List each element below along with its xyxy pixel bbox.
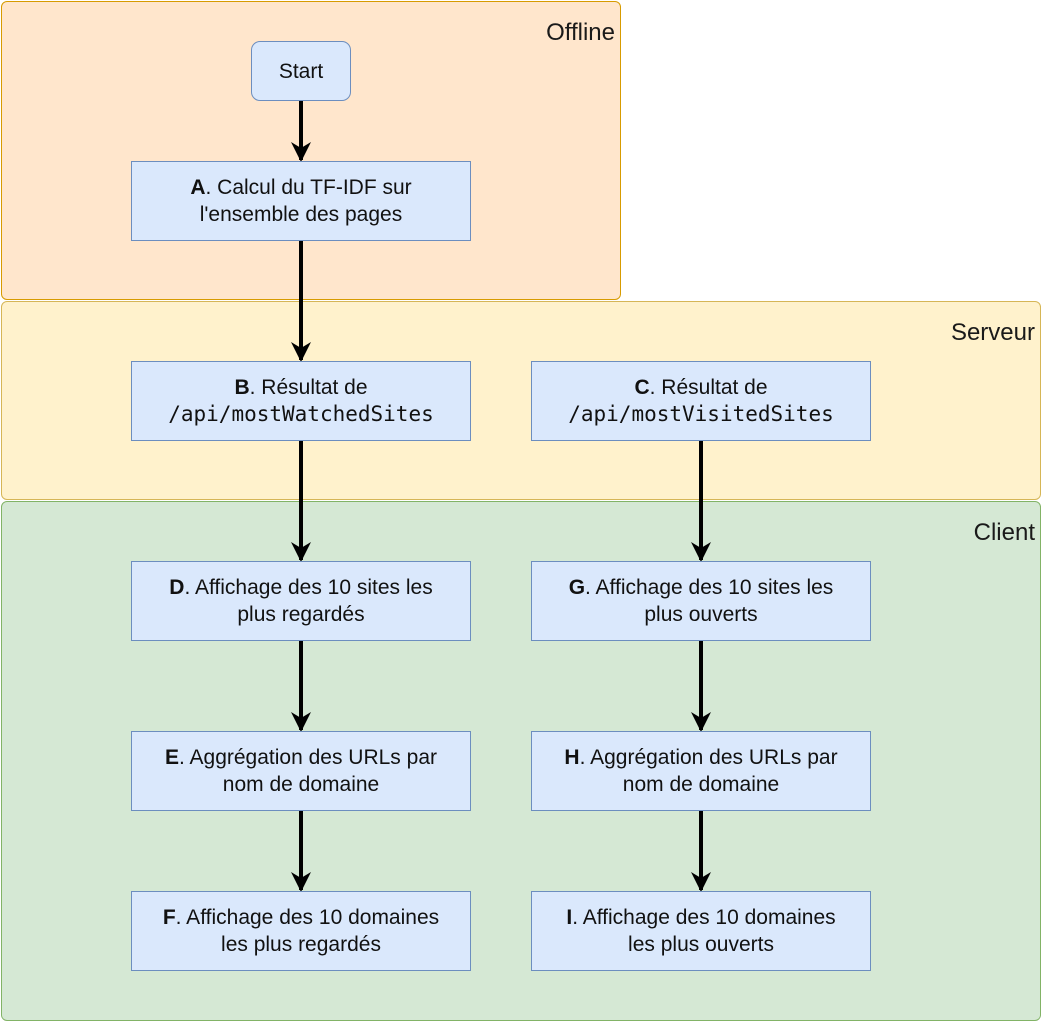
step-e-aggregate-domains[interactable]: E. Aggrégation des URLs par nom de domai… — [131, 731, 471, 811]
swimlane-client-title: Client — [973, 519, 1035, 546]
step-h-aggregate-domains[interactable]: H. Aggrégation des URLs par nom de domai… — [531, 731, 871, 811]
start-label: Start — [278, 59, 324, 83]
step-g-top-opened-sites[interactable]: G. Affichage des 10 sites les plus ouver… — [531, 561, 871, 641]
step-a-line1: A. Calcul du TF-IDF sur — [190, 176, 412, 199]
step-d-line2: plus regardés — [237, 603, 365, 626]
step-g-line1: G. Affichage des 10 sites les — [568, 576, 834, 599]
step-b-endpoint: /api/mostWatchedSites — [168, 402, 434, 426]
step-b-letter: B — [234, 376, 250, 399]
start-node[interactable]: Start — [251, 41, 351, 101]
swimlane-offline-title: Offline — [546, 19, 615, 46]
step-i-line2: les plus ouverts — [628, 933, 774, 956]
step-b-line1: B. Résultat de — [234, 376, 368, 399]
step-d-line1: D. Affichage des 10 sites les — [169, 576, 433, 599]
step-a-line2: l'ensemble des pages — [199, 203, 403, 226]
step-c-endpoint: /api/mostVisitedSites — [568, 402, 834, 426]
step-c-line1: C. Résultat de — [634, 376, 768, 399]
step-d-top-watched-sites[interactable]: D. Affichage des 10 sites les plus regar… — [131, 561, 471, 641]
step-a-tfidf[interactable]: A. Calcul du TF-IDF sur l'ensemble des p… — [131, 161, 471, 241]
step-h-letter: H — [564, 746, 580, 769]
step-e-line1: E. Aggrégation des URLs par — [164, 746, 437, 769]
step-f-line2: les plus regardés — [221, 933, 381, 956]
step-i-top-opened-domains[interactable]: I. Affichage des 10 domaines les plus ou… — [531, 891, 871, 971]
step-f-top-watched-domains[interactable]: F. Affichage des 10 domaines les plus re… — [131, 891, 471, 971]
step-g-line2: plus ouverts — [644, 603, 758, 626]
step-c-letter: C — [634, 376, 650, 399]
step-i-line1: I. Affichage des 10 domaines — [566, 906, 836, 929]
step-b-most-watched-api[interactable]: B. Résultat de /api/mostWatchedSites — [131, 361, 471, 441]
step-d-letter: D — [169, 576, 185, 599]
step-e-line2: nom de domaine — [222, 773, 380, 796]
step-h-line1: H. Aggrégation des URLs par — [564, 746, 838, 769]
step-g-letter: G — [568, 576, 586, 599]
step-h-line2: nom de domaine — [622, 773, 780, 796]
step-f-letter: F — [162, 906, 176, 929]
step-i-letter: I — [566, 906, 573, 929]
step-f-line1: F. Affichage des 10 domaines — [162, 906, 440, 929]
step-e-letter: E — [164, 746, 179, 769]
step-c-most-visited-api[interactable]: C. Résultat de /api/mostVisitedSites — [531, 361, 871, 441]
step-a-letter: A — [190, 176, 206, 199]
swimlane-serveur-title: Serveur — [950, 319, 1035, 346]
